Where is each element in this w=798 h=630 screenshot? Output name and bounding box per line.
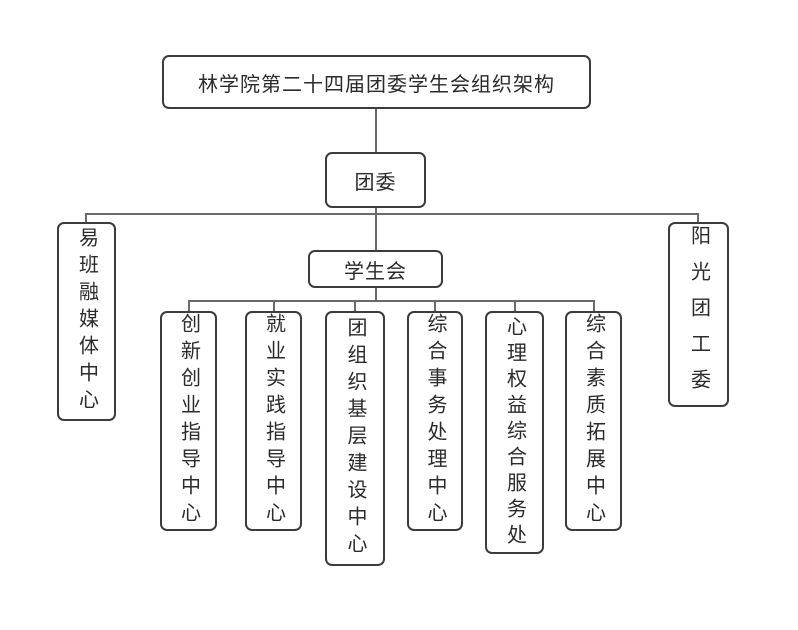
org-title-box: 林学院第二十四届团委学生会组织架构 [162, 55, 591, 109]
yiban-media-center-box: 易班融媒体中心 [57, 222, 116, 421]
general-affairs-center-box: 综合事务处理中心 [407, 311, 463, 531]
sunshine-league-committee-label: 阳光团工委 [687, 224, 710, 405]
yiban-media-center-label: 易班融媒体中心 [75, 227, 98, 416]
connector-level2-horizontal [85, 213, 698, 215]
org-title-label: 林学院第二十四届团委学生会组织架构 [198, 73, 555, 96]
student-union-label: 学生会 [344, 260, 407, 283]
youth-league-committee-box: 团委 [325, 152, 426, 208]
connector-left-branch-stub [85, 213, 87, 223]
connector-title-to-committee [375, 109, 377, 153]
connector-dept-3-stub [354, 300, 356, 312]
connector-level3-horizontal [188, 300, 594, 302]
comprehensive-quality-development-center-box: 综合素质拓展中心 [565, 311, 622, 531]
general-affairs-center-label: 综合事务处理中心 [424, 313, 446, 529]
psychological-rights-service-office-label: 心理权益综合服务处 [503, 315, 526, 550]
connector-dept-5-stub [514, 300, 516, 312]
connector-dept-4-stub [434, 300, 436, 312]
innovation-entrepreneurship-center-box: 创新创业指导中心 [160, 311, 217, 531]
psychological-rights-service-office-box: 心理权益综合服务处 [485, 311, 544, 554]
sunshine-league-committee-box: 阳光团工委 [668, 222, 729, 407]
employment-practice-center-label: 就业实践指导中心 [262, 313, 285, 529]
youth-league-committee-label: 团委 [354, 171, 397, 194]
student-union-box: 学生会 [308, 250, 443, 288]
comprehensive-quality-development-center-label: 综合素质拓展中心 [582, 313, 605, 529]
connector-committee-to-union [375, 207, 377, 251]
connector-dept-2-stub [273, 300, 275, 312]
connector-dept-6-stub [593, 300, 595, 312]
connector-dept-1-stub [188, 300, 190, 312]
connector-union-to-departments [375, 287, 377, 301]
innovation-entrepreneurship-center-label: 创新创业指导中心 [177, 313, 200, 529]
league-grassroots-construction-center-box: 团组织基层建设中心 [325, 311, 385, 566]
league-grassroots-construction-center-label: 团组织基层建设中心 [344, 317, 366, 560]
employment-practice-center-box: 就业实践指导中心 [245, 311, 302, 531]
connector-right-branch-stub [697, 213, 699, 223]
